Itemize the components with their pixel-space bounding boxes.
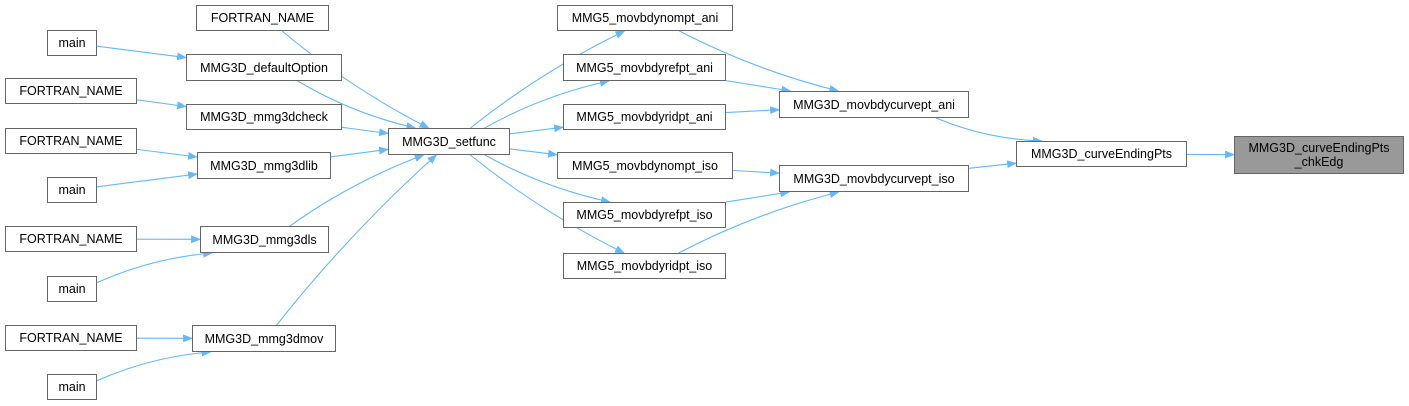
edge-n_dmov-to-n_setfunc: [276, 154, 438, 326]
edge-n_nom_iso-to-n_curv_iso: [732, 168, 780, 177]
node-label: MMG5_movbdyrefpt_ani: [576, 60, 713, 75]
node-main-4[interactable]: main: [47, 374, 97, 400]
edge-n_main4-to-n_dmov: [96, 348, 212, 382]
edge-n_fn_top-to-n_setfunc: [281, 30, 430, 129]
node-fortran-name-top[interactable]: FORTRAN_NAME: [196, 5, 329, 31]
node-label: MMG5_movbdyrefpt_iso: [576, 208, 713, 222]
node-label: MMG3D_mmg3dcheck: [200, 110, 328, 124]
node-fortran-name-3[interactable]: FORTRAN_NAME: [5, 226, 137, 252]
edge-n_nom_ani-to-n_curv_ani: [679, 30, 840, 93]
node-mmg5-movbdyridpt-iso[interactable]: MMG5_movbdyridpt_iso: [563, 253, 726, 279]
edge-n_main2-to-n_dlib: [96, 171, 198, 188]
node-label: FORTRAN_NAME: [210, 11, 315, 25]
edge-n_check-to-n_setfunc: [341, 126, 389, 137]
node-fortran-name-1[interactable]: FORTRAN_NAME: [5, 78, 137, 104]
edge-n_setfunc-to-n_ref_ani: [484, 79, 610, 129]
node-main-1[interactable]: main: [47, 30, 97, 56]
node-label: MMG3D_movbdycurvept_iso: [793, 171, 955, 186]
edge-n_fn1-to-n_check: [136, 99, 187, 110]
node-mmg5-movbdyrefpt-ani[interactable]: MMG5_movbdyrefpt_ani: [563, 54, 726, 81]
edge-n_curv_ani-to-n_curveend: [935, 117, 1043, 145]
node-label: MMG5_movbdynompt_iso: [572, 158, 718, 173]
node-label: MMG3D_mmg3dls: [212, 232, 317, 247]
node-label-line1: MMG3D_curveEndingPts: [1248, 141, 1390, 155]
node-mmg3d-curveendingpts[interactable]: MMG3D_curveEndingPts: [1016, 141, 1187, 167]
node-label: main: [58, 36, 86, 50]
edge-n_curv_iso-to-n_curveend: [968, 160, 1017, 169]
node-label: FORTRAN_NAME: [19, 232, 123, 246]
node-mmg5-movbdynompt-iso[interactable]: MMG5_movbdynompt_iso: [557, 152, 733, 179]
node-mmg3d-mmg3dcheck[interactable]: MMG3D_mmg3dcheck: [186, 104, 342, 130]
edge-n_defopt-to-n_setfunc: [297, 80, 417, 130]
node-fortran-name-2[interactable]: FORTRAN_NAME: [5, 128, 137, 154]
edge-n_rid_ani-to-n_curv_ani: [725, 106, 780, 115]
node-mmg5-movbdyrefpt-iso[interactable]: MMG5_movbdyrefpt_iso: [563, 202, 726, 228]
node-label: MMG3D_mmg3dmov: [204, 331, 324, 346]
node-label: MMG5_movbdyridpt_ani: [576, 110, 713, 124]
node-mmg3d-defaultoption[interactable]: MMG3D_defaultOption: [186, 54, 342, 81]
node-label-line2: _chkEdg: [1294, 155, 1344, 169]
node-label: FORTRAN_NAME: [19, 84, 123, 98]
node-mmg5-movbdyridpt-ani[interactable]: MMG5_movbdyridpt_ani: [563, 104, 726, 130]
edge-n_setfunc-to-n_ref_iso: [484, 154, 611, 205]
edge-n_rid_iso-to-n_curv_iso: [678, 190, 840, 254]
edge-n_setfunc-to-n_nom_ani: [470, 30, 626, 129]
node-label: MMG3D_setfunc: [402, 134, 496, 149]
node-label: main: [58, 380, 86, 394]
node-label: MMG3D_curveEndingPts: [1030, 147, 1173, 161]
node-mmg3d-curveendingpts-chkedg[interactable]: MMG3D_curveEndingPts _chkEdg: [1234, 136, 1404, 174]
node-mmg3d-mmg3dls[interactable]: MMG3D_mmg3dls: [200, 226, 329, 253]
node-label: FORTRAN_NAME: [19, 331, 123, 345]
edge-n_dlib-to-n_setfunc: [330, 146, 389, 158]
node-mmg3d-movbdycurvept-iso[interactable]: MMG3D_movbdycurvept_iso: [779, 165, 969, 192]
edge-n_main3-to-n_dls: [96, 249, 213, 284]
edge-n_dls-to-n_setfunc: [289, 154, 425, 227]
node-label: FORTRAN_NAME: [19, 134, 123, 148]
node-fortran-name-4[interactable]: FORTRAN_NAME: [5, 325, 137, 351]
node-label: MMG5_movbdynompt_ani: [571, 11, 719, 25]
node-label: main: [58, 183, 86, 197]
node-label: main: [58, 282, 86, 296]
node-label: MMG3D_defaultOption: [200, 60, 328, 75]
edge-n_ref_ani-to-n_curv_ani: [725, 80, 792, 94]
node-label: MMG3D_mmg3dlib: [210, 158, 318, 173]
node-mmg3d-setfunc[interactable]: MMG3D_setfunc: [388, 128, 510, 155]
node-mmg5-movbdynompt-ani[interactable]: MMG5_movbdynompt_ani: [557, 5, 733, 31]
node-label: MMG3D_movbdycurvept_ani: [793, 97, 955, 112]
edge-n_setfunc-to-n_rid_iso: [469, 154, 625, 254]
edge-n_setfunc-to-n_nom_iso: [509, 148, 558, 158]
edge-n_fn2-to-n_dlib: [136, 148, 198, 160]
edge-n_main1-to-n_defopt: [96, 45, 187, 61]
edge-n_setfunc-to-n_rid_ani: [509, 124, 564, 135]
node-label: MMG5_movbdyridpt_iso: [576, 259, 713, 273]
edge-n_ref_iso-to-n_curv_iso: [725, 189, 791, 203]
node-mmg3d-movbdycurvept-ani[interactable]: MMG3D_movbdycurvept_ani: [779, 91, 969, 118]
node-mmg3d-mmg3dmov[interactable]: MMG3D_mmg3dmov: [192, 325, 336, 352]
node-main-3[interactable]: main: [47, 276, 97, 302]
node-mmg3d-mmg3dlib[interactable]: MMG3D_mmg3dlib: [197, 152, 331, 179]
node-main-2[interactable]: main: [47, 177, 97, 203]
